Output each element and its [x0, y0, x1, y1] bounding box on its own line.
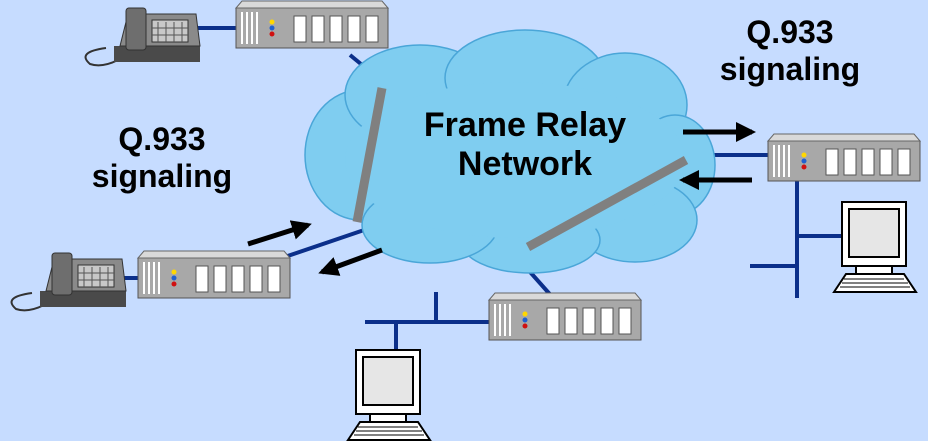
frame-relay-device-icon: [767, 133, 921, 182]
frame-relay-device-icon: [488, 292, 642, 341]
cloud-label-line1: Frame Relay: [423, 106, 627, 144]
signal-arrow-icon: [247, 220, 312, 247]
signaling-label-left-line2: signaling: [91, 157, 233, 194]
computer-terminal-icon: [833, 201, 917, 293]
signaling-label-left-line1: Q.933: [118, 121, 206, 157]
signal-arrow-icon: [318, 247, 383, 276]
frame-relay-device-icon: [235, 0, 389, 49]
telephone-icon: [84, 7, 201, 67]
signaling-label-right-line1: Q.933: [746, 14, 834, 50]
signal-arrows: [247, 122, 756, 276]
telephone-icon: [10, 252, 127, 312]
frame-relay-device-icon: [137, 250, 291, 299]
cloud-label: Frame Relay Network: [395, 106, 655, 184]
frame-relay-cloud: [304, 29, 716, 274]
computer-terminal-icon: [347, 349, 431, 441]
signaling-label-right: Q.933 signaling: [690, 14, 890, 88]
signaling-label-right-line2: signaling: [719, 50, 861, 87]
frame-relay-internal-links: [352, 87, 689, 251]
signaling-label-left: Q.933 signaling: [62, 121, 262, 195]
cloud-label-line2: Network: [457, 145, 593, 184]
